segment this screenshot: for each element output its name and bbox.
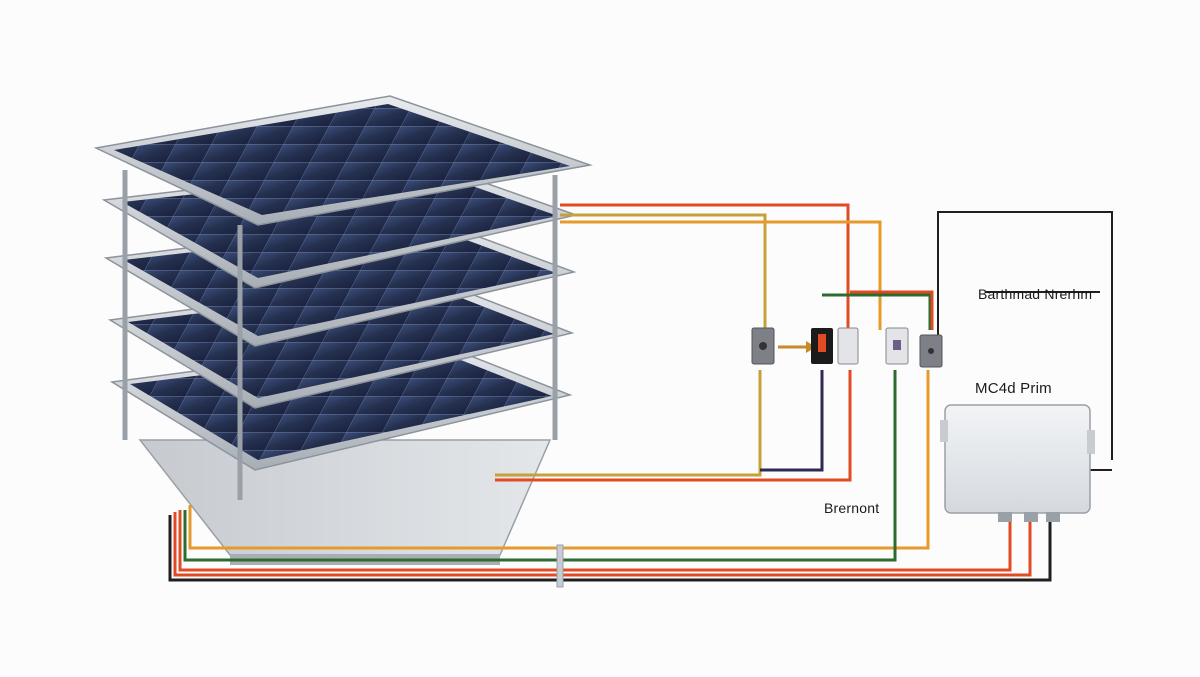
wire-return-2 — [760, 370, 824, 472]
support-brackets — [122, 170, 558, 500]
wire-return-1 — [495, 370, 762, 477]
wire-gold-top — [560, 213, 767, 330]
wire-orange-top — [560, 220, 882, 330]
wire-red-mid — [850, 290, 934, 330]
fuse-holder-icon — [837, 327, 859, 365]
mc4-connector-icon — [751, 327, 775, 365]
wire-bottom-black — [168, 515, 1052, 582]
arrow-icon — [778, 341, 816, 353]
fuse-holder-icon — [885, 327, 909, 365]
wire-bottom-red2 — [173, 512, 1032, 577]
wire-bottom-green — [183, 370, 897, 562]
combiner-label: Barthmad Nrerhm — [978, 286, 1093, 302]
lower-label: Brernont — [824, 500, 880, 516]
junction-box-icon — [940, 404, 1095, 522]
mounting-base — [138, 439, 552, 565]
wire-bottom-orange — [178, 510, 1012, 572]
fuse-holder-icon — [811, 328, 833, 364]
solar-panel-1 — [93, 95, 593, 226]
wire-return-3 — [495, 370, 852, 482]
mc4-connector-icon — [919, 334, 943, 368]
panel-stack — [93, 95, 593, 500]
wire-green-mid — [822, 293, 932, 330]
wire-red-top — [560, 203, 850, 330]
cable-clip — [556, 544, 564, 588]
connectors — [751, 327, 943, 368]
box-label: MC4d Prim — [975, 380, 1052, 397]
wire-black-loop — [937, 211, 1113, 460]
